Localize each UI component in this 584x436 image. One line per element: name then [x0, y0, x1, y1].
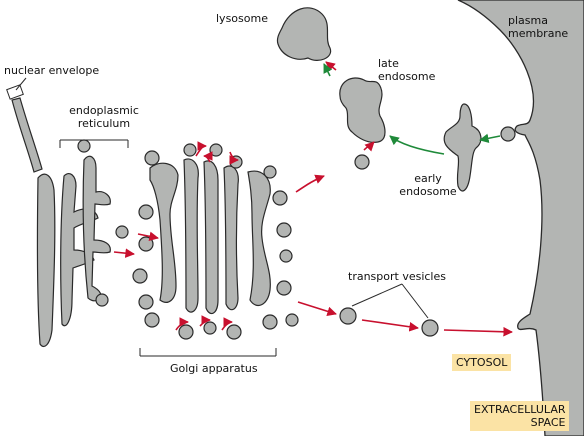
early-endosome-label: early endosome	[396, 172, 460, 198]
extracellular-space-label: EXTRACELLULAR SPACE	[470, 401, 570, 431]
arrow-golgi-top-3	[203, 151, 213, 163]
late-endosome-label-line-1: late	[378, 57, 399, 70]
early-endosome-label-line-2: endosome	[399, 185, 457, 198]
transport-vesicles-pointer-2	[401, 283, 429, 319]
plasma-membrane-label-line-1: plasma	[508, 14, 548, 27]
arrow-er-to-golgi-2	[113, 248, 135, 258]
arrow-lysosome-link	[323, 63, 333, 77]
lysosome-shape	[276, 7, 332, 61]
cytosol-label: CYTOSOL	[452, 354, 512, 371]
endoplasmic-reticulum-label-line-1: endoplasmic	[69, 104, 139, 117]
plasma-membrane	[457, 0, 584, 436]
nuclear-envelope	[11, 97, 43, 173]
endocytic-arrows	[323, 63, 501, 155]
arrow-golgi-bottom-2	[199, 315, 211, 327]
endoplasmic-reticulum-label-line-2: reticulum	[77, 117, 131, 130]
arrow-vesicle-to-vesicle	[361, 319, 419, 332]
arrow-golgi-to-vesicle	[297, 301, 337, 316]
extracellular-space-label-line-1: EXTRACELLULAR	[474, 403, 566, 416]
arrow-vesicle-to-late-endosome	[363, 141, 375, 152]
arrow-golgi-top-1	[195, 141, 207, 157]
arrow-golgi-bottom-1	[175, 317, 189, 331]
arrow-golgi-top-2	[229, 151, 239, 165]
nuclear-envelope-pointer	[15, 77, 27, 91]
plasma-membrane-label: plasma membrane	[508, 14, 568, 40]
secretory-arrows	[113, 61, 513, 337]
late-endosome-label-line-2: endosome	[378, 70, 436, 83]
lysosome-label: lysosome	[216, 12, 268, 25]
arrow-golgi-bottom-3	[221, 317, 233, 331]
arrow-er-to-golgi-1	[137, 231, 159, 242]
early-endosome-shape	[443, 103, 482, 192]
extracellular-space-label-line-2: SPACE	[530, 416, 566, 429]
nuclear-envelope-label: nuclear envelope	[4, 64, 100, 77]
arrow-late-endosome-to-lysosome	[325, 61, 337, 72]
early-endosome-label-line-1: early	[414, 172, 442, 185]
golgi-apparatus	[132, 143, 299, 340]
golgi-apparatus-label: Golgi apparatus	[170, 362, 258, 375]
endoplasmic-reticulum-label: endoplasmic reticulum	[66, 104, 142, 130]
arrow-golgi-to-endosome	[295, 174, 325, 193]
arrow-vesicle-to-membrane	[443, 326, 513, 337]
endoplasmic-reticulum	[36, 139, 129, 348]
late-endosome-label: late endosome	[378, 57, 435, 83]
transport-vesicles	[339, 126, 516, 337]
transport-vesicles-pointer-1	[351, 283, 403, 307]
arrow-early-to-late-endosome	[389, 135, 445, 155]
plasma-membrane-label-line-2: membrane	[508, 27, 569, 40]
nuclear-envelope-inset	[6, 84, 24, 100]
late-endosome-shape	[339, 77, 386, 143]
transport-vesicles-label: transport vesicles	[348, 270, 446, 283]
arrow-membrane-to-early-endosome	[479, 133, 501, 144]
